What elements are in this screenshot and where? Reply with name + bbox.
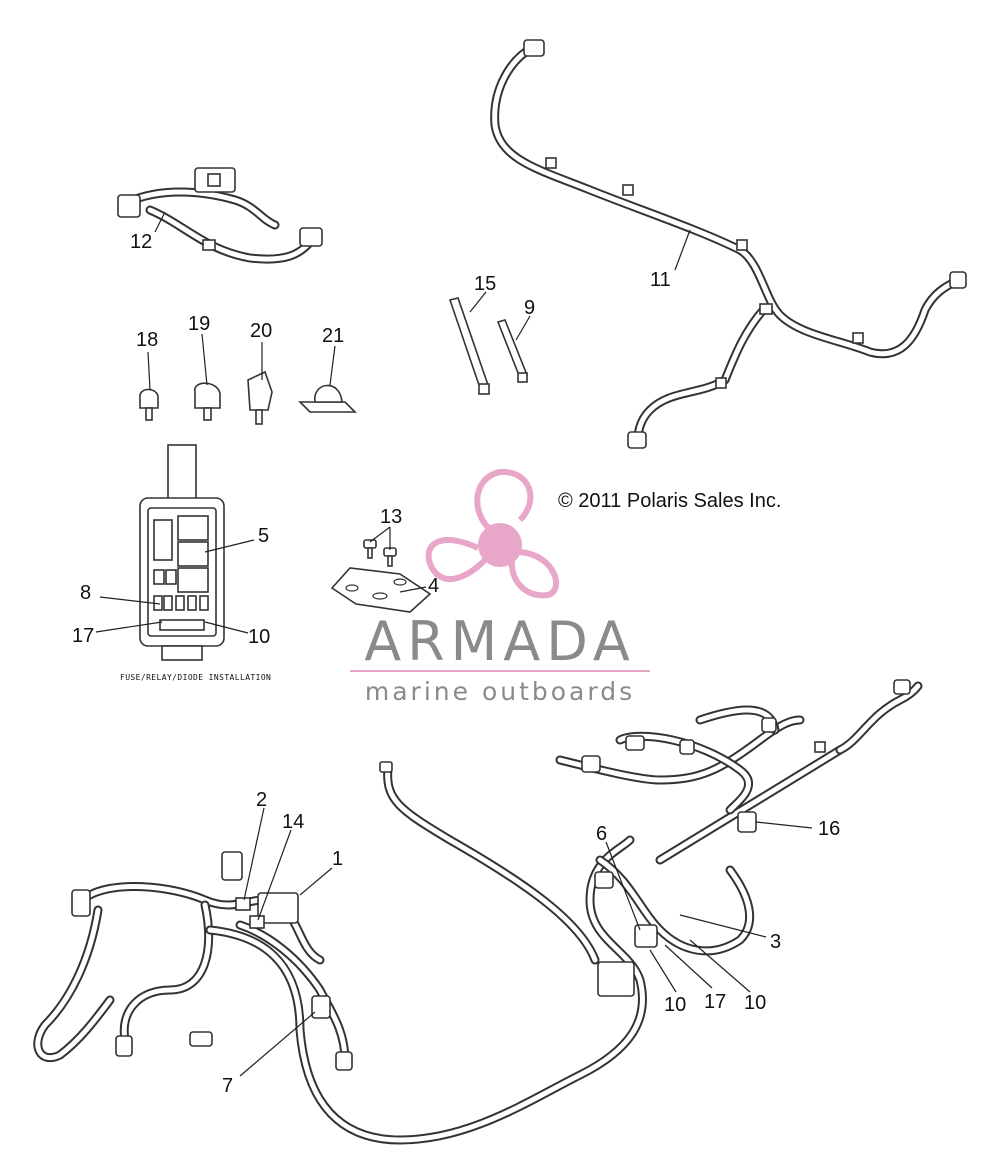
clip: [759, 303, 773, 315]
relay-6: [634, 924, 658, 948]
clip-20: [247, 370, 273, 425]
callout-10a: 10: [248, 626, 270, 648]
clip: [736, 239, 748, 251]
callout-10b: 10: [664, 994, 686, 1016]
control-module-1: [257, 892, 299, 924]
callout-8: 8: [80, 582, 91, 604]
callout-21: 21: [322, 325, 344, 347]
callout-1: 1: [332, 848, 343, 870]
callout-6: 6: [596, 823, 607, 845]
fuse-holder: [597, 961, 635, 997]
relay: [177, 541, 209, 567]
connector: [761, 717, 777, 733]
relay: [177, 515, 209, 541]
propeller-icon: [425, 468, 560, 599]
callout-10c: 10: [744, 992, 766, 1014]
connector: [117, 194, 141, 218]
callout-16: 16: [818, 818, 840, 840]
fuse: [187, 595, 197, 611]
main-harness: [33, 761, 647, 1145]
clip: [622, 184, 634, 196]
copyright-notice: © 2011 Polaris Sales Inc.: [558, 490, 781, 512]
connector-14: [249, 915, 265, 929]
connector: [115, 1035, 133, 1057]
cable-tie-9: [496, 319, 529, 383]
fuse: [163, 595, 173, 611]
callout-14: 14: [282, 811, 304, 833]
clip: [814, 741, 826, 753]
clip-19: [194, 382, 221, 421]
fuse: [153, 569, 165, 585]
harness-12: [117, 167, 323, 264]
callout-15: 15: [474, 273, 496, 295]
callout-3: 3: [770, 931, 781, 953]
callout-5: 5: [258, 525, 269, 547]
fuse-box-caption: FUSE/RELAY/DIODE INSTALLATION: [120, 673, 271, 682]
callout-9: 9: [524, 297, 535, 319]
screw-13b: [383, 547, 397, 567]
connector: [627, 431, 647, 449]
callout-11: 11: [650, 269, 671, 291]
connector: [379, 761, 393, 773]
callout-17a: 17: [72, 625, 94, 647]
clip-18: [139, 388, 159, 421]
callout-7: 7: [222, 1075, 233, 1097]
connector: [189, 1031, 213, 1047]
screw-13a: [363, 539, 377, 559]
callout-4: 4: [428, 575, 439, 597]
armada-logo: ARMADA marine outboards: [350, 468, 650, 706]
harness-11: [490, 39, 967, 449]
clip: [202, 239, 216, 251]
connector-16: [737, 811, 757, 833]
callouts: 12 11 15 9 18 19 20 21 5 8 17 10 13 4 1 …: [72, 231, 840, 1097]
connector: [594, 871, 614, 889]
relay: [177, 567, 209, 593]
watermark-brand: ARMADA: [364, 610, 636, 673]
bracket-4: [330, 567, 432, 613]
clip-21: [298, 384, 357, 413]
callout-19: 19: [188, 313, 210, 335]
connector-7: [311, 995, 331, 1019]
connector: [581, 755, 601, 773]
connector: [221, 851, 243, 881]
fuse: [199, 595, 209, 611]
callout-13: 13: [380, 506, 402, 528]
fuse-box-stem: [167, 444, 197, 506]
connector: [679, 739, 695, 755]
callout-18: 18: [136, 329, 158, 351]
rear-harness: [555, 679, 923, 997]
watermark-tagline: marine outboards: [365, 677, 635, 706]
connector: [625, 735, 645, 751]
connector: [949, 271, 967, 289]
propeller-hub: [478, 523, 522, 567]
connector-2: [235, 897, 251, 911]
clip: [852, 332, 864, 344]
fuse-relay-box: [139, 444, 225, 661]
callout-20: 20: [250, 320, 272, 342]
clip: [545, 157, 557, 169]
connector: [523, 39, 545, 57]
connector: [893, 679, 911, 695]
connector: [335, 1051, 353, 1071]
clip: [715, 377, 727, 389]
fuse: [175, 595, 185, 611]
connector: [299, 227, 323, 247]
fuse-box-plug: [161, 645, 203, 661]
callout-2: 2: [256, 789, 267, 811]
callout-17b: 17: [704, 991, 726, 1013]
leader-lines: [95, 211, 813, 1077]
callout-12: 12: [130, 231, 152, 253]
connector: [71, 889, 91, 917]
cable-tie-15: [448, 297, 490, 395]
fuse: [165, 569, 177, 585]
